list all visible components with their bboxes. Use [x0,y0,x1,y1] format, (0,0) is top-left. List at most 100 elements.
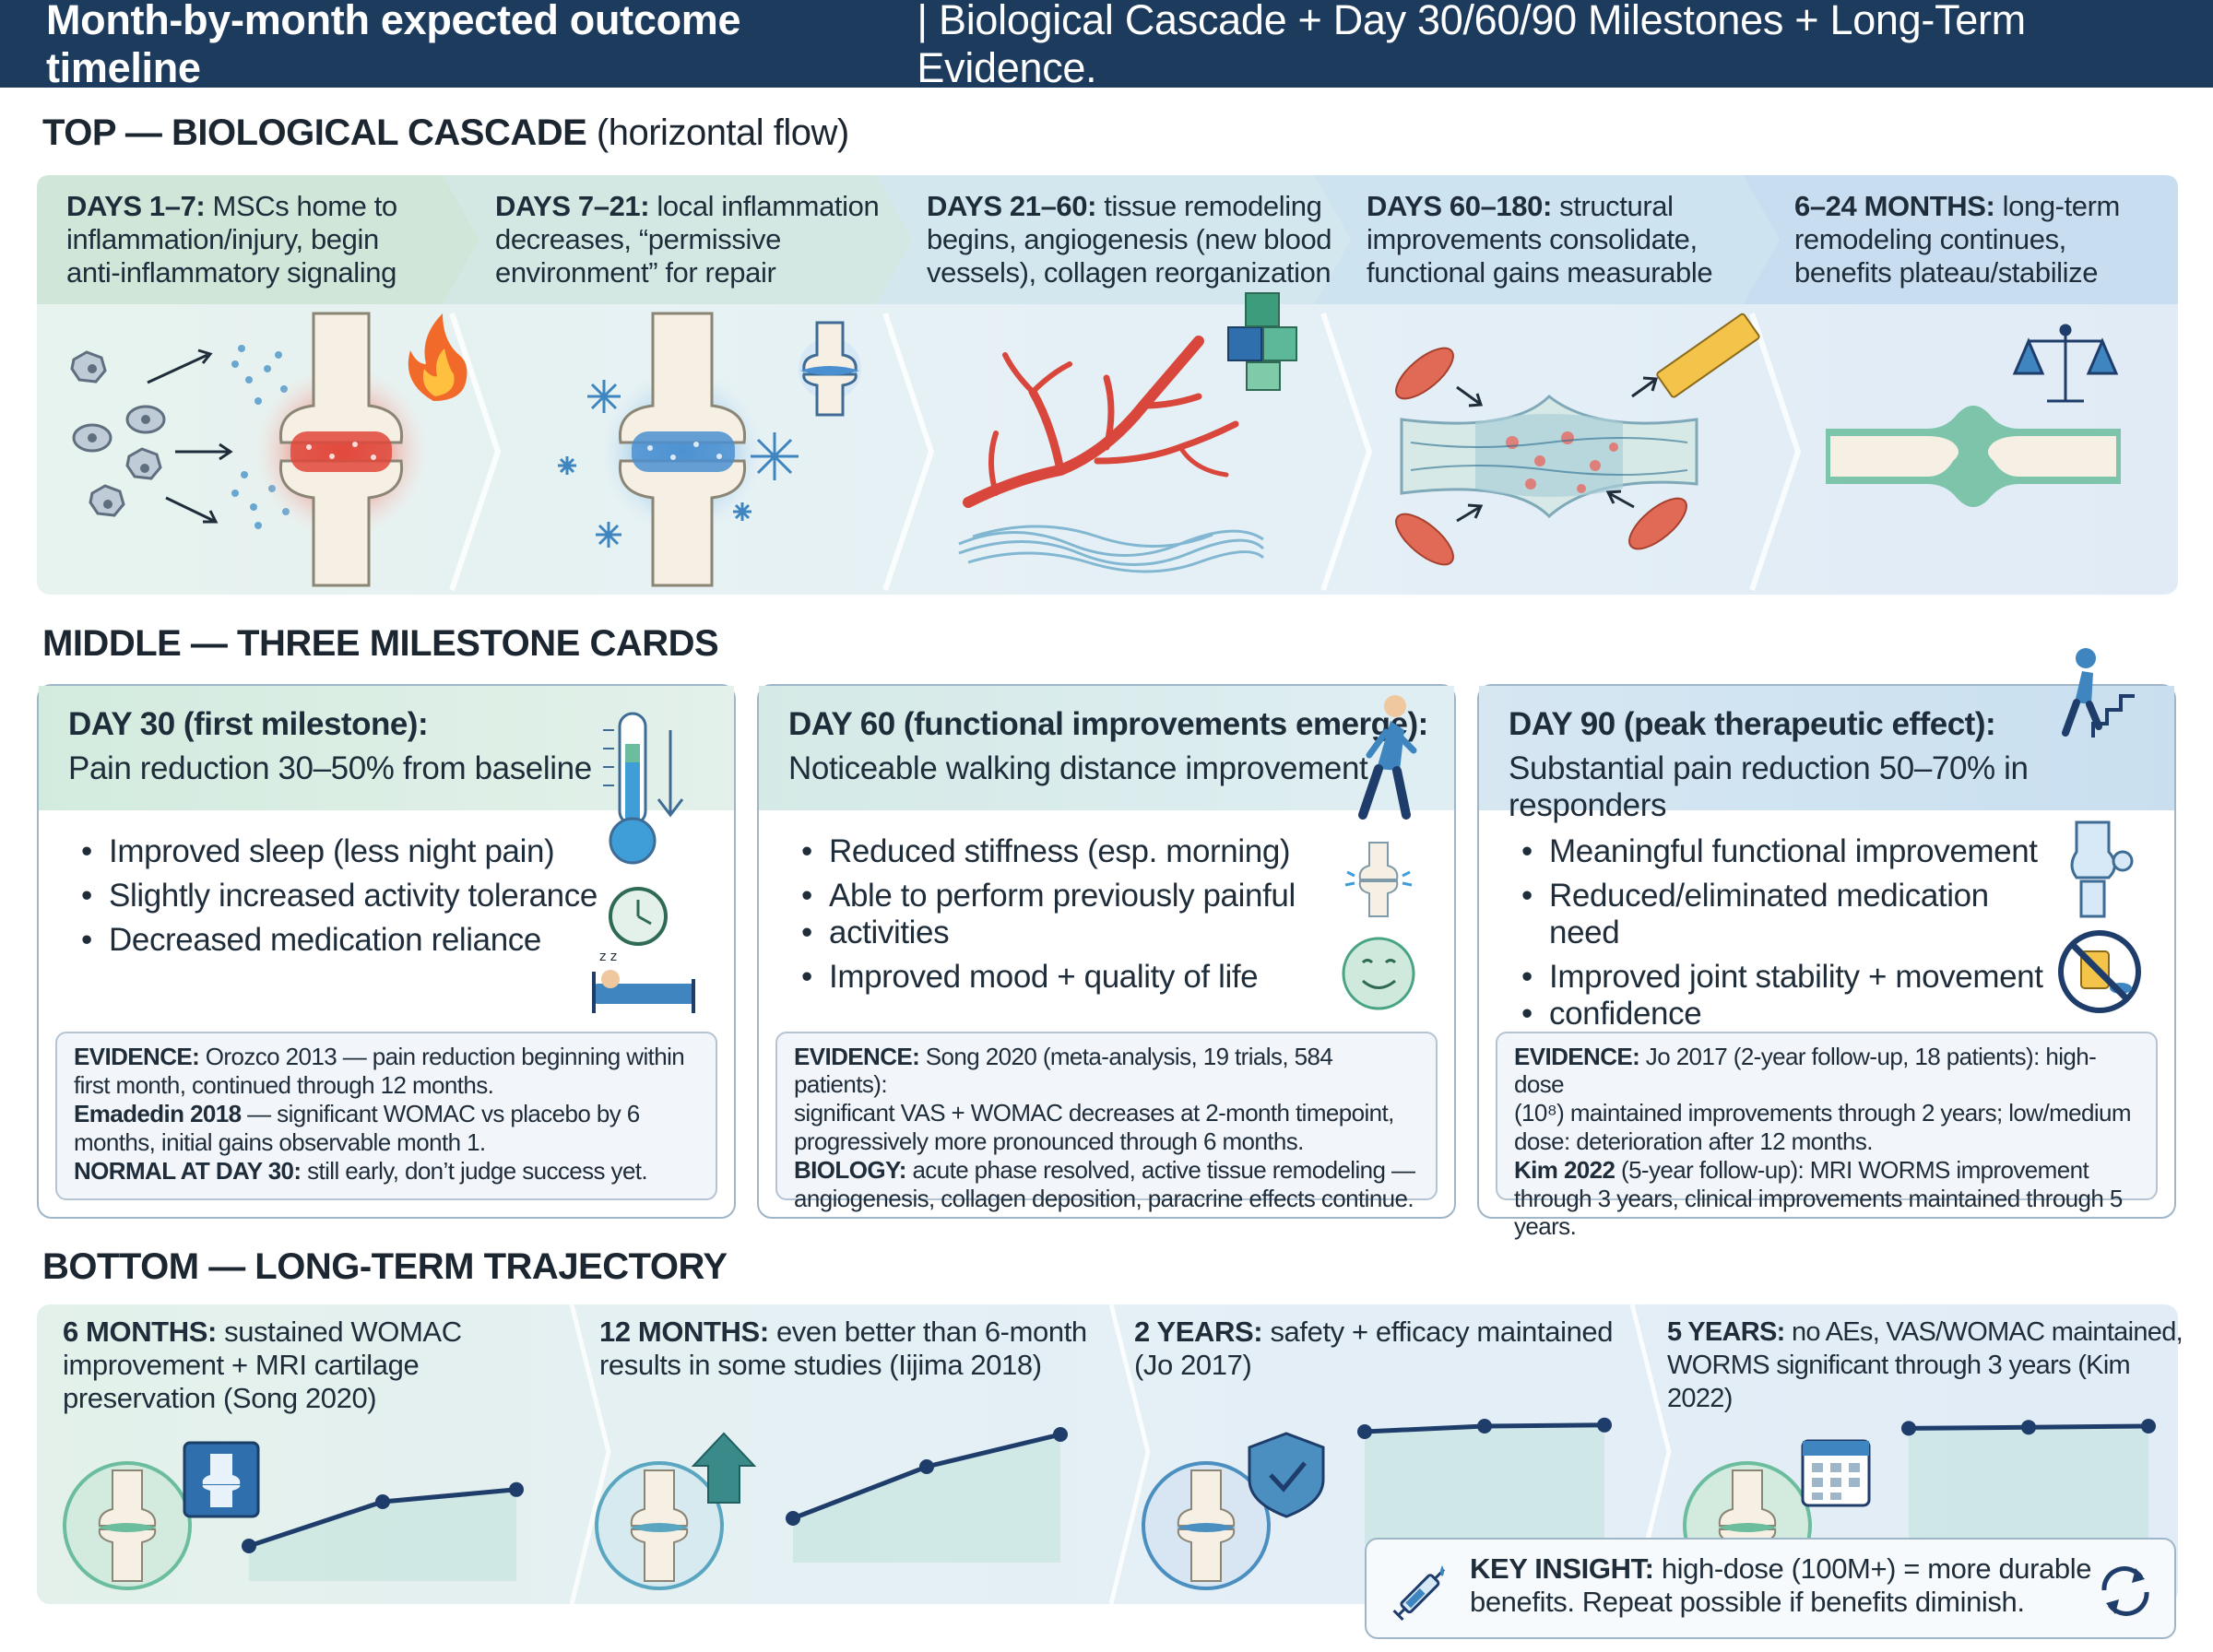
traj-12m-line2: results in some studies (Iijima 2018) [599,1349,1042,1381]
stage-5-line3: benefits plateau/stabilize [1794,256,2099,289]
stage-2-line3: environment” for repair [495,256,776,289]
knee-icon-2y [1142,1461,1271,1590]
list-item: Decreased medication reliance [77,922,612,959]
up-arrow-icon [691,1432,757,1504]
key-insight-line1: high-dose (100M+) = more durable [1653,1552,2092,1585]
trend-area-2y [1365,1424,1604,1544]
trend-point-2y-0 [1357,1424,1372,1439]
knee-joint-icon [2070,820,2134,918]
repair-arrows [1456,376,1658,523]
traj-5y-label: 5 YEARS: [1667,1317,1785,1347]
knee-icon-6m [63,1461,192,1590]
repeat-icon [2101,1566,2149,1616]
trend-point-2y-2 [1597,1417,1612,1433]
card-day60-title: DAY 60 (functional improvements emerge): [788,706,1428,742]
traj-6m-line3: preservation (Song 2020) [63,1382,377,1414]
stage-1-label: DAYS 1–7: [66,190,206,222]
evidence-text: angiogenesis, collagen deposition, parac… [794,1185,1414,1212]
traj-6m-line2: improvement + MRI cartilage [63,1349,420,1381]
cooling-joint-icon [599,312,765,587]
stage-3-line3: vessels), collagen reorganization [927,256,1331,289]
traj-2y-line2: (Jo 2017) [1134,1349,1252,1381]
evidence-text: Jo 2017 (2-year follow-up, 18 patients):… [1514,1043,2097,1098]
blood-vessel-icon [963,336,1239,508]
trend-point-12m-1 [919,1459,934,1474]
healthy-joint-icon [1344,842,1413,917]
section-title-top: TOP — BIOLOGICAL CASCADE (horizontal flo… [42,112,849,154]
trend-area-5y [1909,1426,2148,1544]
trend-point-5y-2 [2141,1419,2156,1434]
thermometer-icon [603,712,684,865]
card-day30-subtitle: Pain reduction 30–50% from baseline [68,750,592,786]
muscle-icons [1395,347,1687,566]
list-item: Improved mood + quality of life [798,959,1332,996]
sleeping-person-icon: z z [592,950,695,1013]
card-day30-title: DAY 30 (first milestone): [68,706,429,742]
evidence-text: acute phase resolved, active tissue remo… [905,1156,1415,1184]
cascade-stage-5: 6–24 MONTHS: long-term remodeling contin… [1794,190,2163,289]
biological-cascade: DAYS 1–7: MSCs home to inflammation/inju… [37,175,2178,595]
evidence-text: months, initial gains observable month 1… [74,1128,486,1156]
stage-2-line1: local inflammation [649,190,880,222]
trend-area-6m [249,1489,516,1581]
key-insight-text: KEY INSIGHT: high-dose (100M+) = more du… [1470,1552,2091,1619]
balance-scale-icon [2012,324,2119,403]
trajectory-5-years: 5 YEARS: no AEs, VAS/WOMAC maintained, W… [1667,1316,2183,1415]
milestone-card-day60: DAY 60 (functional improvements emerge):… [757,684,1456,1219]
card-day90-header [1479,686,2174,810]
trend-point-6m-0 [242,1539,256,1553]
card-day60-icons [1342,695,1417,1010]
inflamed-joint-icon [254,312,429,587]
list-item: Slightly increased activity tolerance [77,878,612,914]
evidence-text: Orozco 2013 — pain reduction beginning w… [199,1043,685,1070]
evidence-text: (5-year follow-up): MRI WORMS improvemen… [1615,1156,2089,1184]
trend-charts [242,1417,2156,1581]
evidence-text: significant VAS + WOMAC decreases at 2-m… [794,1099,1394,1127]
evidence-text: Song 2020 (meta-analysis, 19 trials, 584… [794,1043,1333,1098]
traj-6m-label: 6 MONTHS: [63,1316,217,1348]
list-item: confidence [1518,996,2053,1032]
section-title-bottom: BOTTOM — LONG-TERM TRAJECTORY [42,1246,728,1288]
svg-text:z z: z z [599,950,617,964]
cascade-stage-3: DAYS 21–60: tissue remodeling begins, an… [927,190,1332,289]
stage-5-line2: remodeling continues, [1794,223,2066,255]
traj-12m-label: 12 MONTHS: [599,1316,769,1348]
evidence-text: dose: deterioration after 12 months. [1514,1127,1873,1155]
shield-check-icon [1248,1432,1325,1518]
stage-3-line2: begins, angiogenesis (new blood [927,223,1332,255]
stage-4-line3: functional gains measurable [1367,256,1713,289]
evidence-label: NORMAL AT DAY 30: [74,1157,302,1185]
traj-12m-line1: even better than 6-month [768,1316,1087,1348]
traj-2y-label: 2 YEARS: [1134,1316,1263,1348]
card-day90-icons [2058,820,2141,1013]
stage-3-line1: tissue remodeling [1096,190,1322,222]
card-day90-title: DAY 90 (peak therapeutic effect): [1509,706,1996,742]
stage-4-line2: improvements consolidate, [1367,223,1698,255]
stage-4-label: DAYS 60–180: [1367,190,1552,222]
milestone-card-day30: DAY 30 (first milestone): Pain reduction… [37,684,736,1219]
traj-5y-line1: no AEs, VAS/WOMAC maintained, [1784,1317,2183,1347]
section-title-bottom-text: BOTTOM — LONG-TERM TRAJECTORY [42,1246,728,1287]
list-item: Improved joint stability + movement [1518,959,2053,996]
stage-2-label: DAYS 7–21: [495,190,650,222]
stable-joint-icon [1826,406,2121,507]
evidence-label: BIOLOGY: [794,1156,906,1184]
section-title-middle-text: MIDDLE — THREE MILESTONE CARDS [42,623,719,664]
list-item: Meaningful functional improvement [1518,833,2053,870]
card-day60-evidence: EVIDENCE: Song 2020 (meta-analysis, 19 t… [775,1032,1438,1212]
section-title-middle: MIDDLE — THREE MILESTONE CARDS [42,623,719,665]
msc-cells-icon [70,350,166,517]
key-insight-box: KEY INSIGHT: high-dose (100M+) = more du… [1365,1538,2176,1639]
flame-icon [408,313,467,401]
list-item: activities [798,914,1332,951]
evidence-text: — significant WOMAC vs placebo by 6 [241,1100,640,1127]
stage-1-line3: anti-inflammatory signaling [66,256,396,289]
page-title: Month-by-month expected outcome timeline [46,0,741,91]
trend-point-6m-1 [375,1494,390,1509]
snowflake-icons [558,380,799,548]
trend-point-12m-2 [1053,1427,1068,1442]
milestone-card-day90: DAY 90 (peak therapeutic effect): Substa… [1477,684,2176,1240]
section-title-top-rest: (horizontal flow) [596,112,849,153]
stage-1-line2: inflammation/injury, begin [66,223,379,255]
knee-icon-12m [595,1461,724,1590]
